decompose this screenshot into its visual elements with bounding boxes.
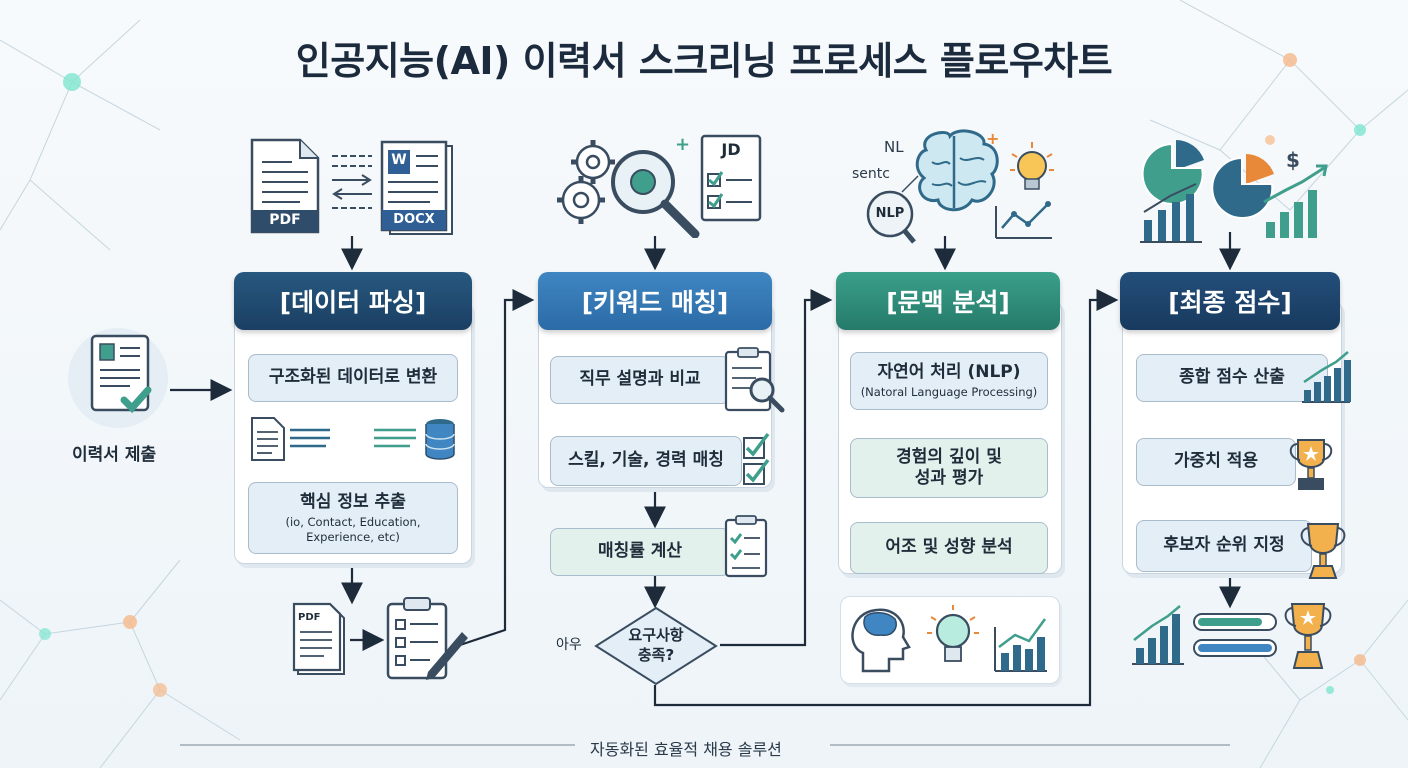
step-experience-depth: 경험의 깊이 및 성과 평가 (850, 438, 1048, 498)
step-text: 후보자 순위 지정 (1163, 535, 1285, 556)
dollar-label: $ (1286, 148, 1300, 172)
step-text: 자연어 처리 (NLP) (877, 362, 1021, 383)
clipboard-search-icon (722, 346, 788, 416)
step-total-score: 종합 점수 산출 (1136, 354, 1328, 402)
step-structured-data: 구조화된 데이터로 변환 (248, 354, 458, 402)
svg-text:+: + (675, 134, 690, 155)
analytics-charts-icon: $ (1136, 132, 1336, 248)
nl-label: NL (884, 138, 904, 156)
cup-trophy-icon (1296, 520, 1350, 582)
decision-text: 충족? (637, 645, 675, 664)
step-apply-weights: 가중치 적용 (1136, 438, 1296, 486)
step-extract-key-info: 핵심 정보 추출 (io, Contact, Education, Experi… (248, 482, 458, 554)
step-subtext: Experience, etc) (306, 529, 400, 544)
step-compare-job-description: 직무 설명과 비교 (550, 356, 730, 404)
decision-text: 요구사항 (628, 626, 684, 644)
footer-tagline: 자동화된 효율적 채용 솔루션 (590, 740, 782, 759)
step-subtext: (io, Contact, Education, (285, 515, 421, 530)
checklist-icon (722, 514, 770, 578)
step-nlp: 자연어 처리 (NLP) (Natoral Language Processin… (850, 352, 1048, 410)
step-text: 스킬, 기술, 경력 매칭 (568, 450, 724, 471)
decision-side-label: 아우 (556, 637, 582, 653)
decision-diamond: 요구사항 충족? (594, 606, 718, 686)
docx-file-icon: W DOCX (380, 140, 456, 236)
nlp-brain-icon: + NL sentc NLP (848, 128, 1058, 248)
step-text: 종합 점수 산출 (1179, 367, 1285, 388)
stage-context-analysis-header: [문맥 분석] (836, 272, 1060, 330)
step-text: 구조화된 데이터로 변환 (268, 367, 438, 388)
page-title: 인공지능(AI) 이력서 스크리닝 프로세스 플로우차트 (295, 39, 1113, 83)
docx-label: DOCX (393, 212, 435, 227)
doc-to-database-icon (248, 414, 460, 464)
submit-label: 이력서 제출 (72, 445, 157, 465)
pdf-label: PDF (269, 212, 301, 228)
step-text: 경험의 깊이 및 (896, 446, 1002, 467)
stage-data-parsing-header: [데이터 파싱] (234, 272, 472, 330)
gears-magnifier-icon: + (555, 128, 715, 239)
step-rank-candidates: 후보자 순위 지정 (1136, 520, 1312, 572)
step-text: 어조 및 성향 분석 (885, 537, 1013, 558)
clipboard-pencil-icon (384, 596, 470, 680)
step-tone-analysis: 어조 및 성향 분석 (850, 522, 1048, 574)
stage-keyword-matching-header: [키워드 매칭] (538, 272, 772, 330)
stage-final-score-header: [최종 점수] (1120, 272, 1340, 330)
jd-label: JD (721, 140, 741, 159)
small-pdf-label: PDF (298, 612, 321, 623)
resume-submit-icon (62, 328, 174, 428)
word-icon-letter: W (391, 152, 407, 168)
step-skill-matching: 스킬, 기술, 경력 매칭 (550, 436, 742, 486)
step-text: 성과 평가 (914, 468, 984, 488)
sentc-label: sentc (852, 166, 890, 182)
checkbox-pair-icon (740, 430, 772, 488)
step-text: 직무 설명과 비교 (579, 369, 701, 390)
trophy-icon (1286, 436, 1336, 494)
nlp-label: NLP (875, 206, 905, 221)
step-subtext: (Natoral Language Processing) (860, 385, 1038, 400)
jd-document-icon: JD (700, 134, 762, 222)
step-text: 가중치 적용 (1173, 451, 1259, 472)
insight-icons-card (840, 596, 1060, 684)
convert-arrows-icon (328, 150, 376, 220)
step-text: 매칭률 계산 (597, 541, 683, 562)
growth-bars-icon (1298, 348, 1354, 406)
pdf-file-icon: PDF (250, 138, 320, 234)
pdf-small-icon: PDF (292, 602, 346, 676)
svg-text:+: + (986, 129, 999, 148)
step-match-rate: 매칭률 계산 (550, 528, 730, 576)
step-text: 핵심 정보 추출 (300, 492, 406, 512)
ranking-results-icons (1128, 600, 1340, 674)
